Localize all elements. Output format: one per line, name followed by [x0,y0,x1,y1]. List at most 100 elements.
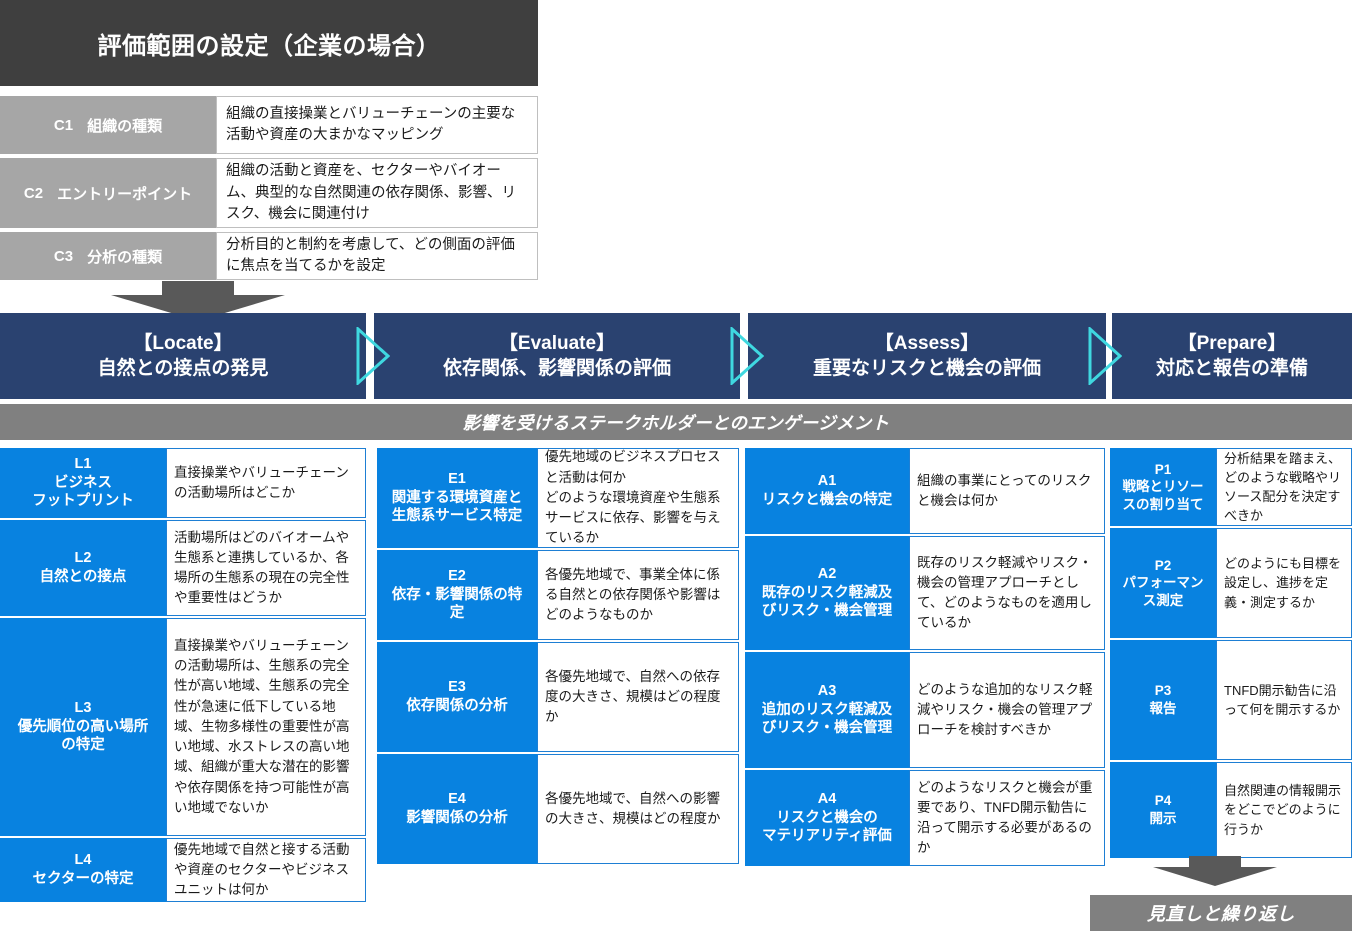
phase-1[interactable]: 【Locate】自然との接点の発見 [0,313,366,399]
phase-4[interactable]: 【Prepare】対応と報告の準備 [1112,313,1352,399]
step-l2-code: L2 [74,550,92,567]
step-p4-code: P4 [1154,793,1172,809]
step-l1-desc: 直接操業やバリューチェーンの活動場所はどこか [166,448,366,518]
step-a4-name: リスクと機会の マテリアリティ評価 [762,809,892,845]
scope-name-c1: 組織の種類 [87,117,163,135]
loop-down-arrow-icon [1152,856,1277,886]
step-p4-desc: 自然関連の情報開示をどこでどのように行うか [1216,762,1352,858]
step-a4-desc: どのようなリスクと機会が重要であり、TNFD開示勧告に沿って開示する必要があるの… [909,770,1105,866]
step-p2-desc: どのようにも目標を設定し、進捗を定義・測定するか [1216,528,1352,638]
step-a1-code: A1 [817,473,837,490]
step-l2-label: L2 自然との接点 [0,520,166,616]
step-a4-code: A4 [817,790,837,807]
step-e3-code: E3 [448,679,466,696]
scope-label-c2: C2 エントリーポイント [0,158,216,228]
step-p2-code: P2 [1154,557,1172,573]
phase-3-en: 【Assess】 [874,332,980,354]
step-a2-code: A2 [817,565,837,582]
step-l4-name: セクターの特定 [32,871,134,887]
scope-label-c1: C1 組織の種類 [0,96,216,154]
phase-2[interactable]: 【Evaluate】依存関係、影響関係の評価 [374,313,740,399]
step-p2-label: P2 パフォーマン ス測定 [1110,528,1216,638]
step-e3[interactable]: E3 依存関係の分析 各優先地域で、自然への依存度の大きさ、規模はどの程度か [377,642,739,752]
step-a4-label: A4 リスクと機会の マテリアリティ評価 [745,770,909,866]
step-a1-desc: 組織の事業にとってのリスクと機会は何か [909,448,1105,534]
step-e2-desc: 各優先地域で、事業全体に係る自然との依存関係や影響はどのようなものか [537,550,739,640]
step-a3[interactable]: A3 追加のリスク軽減及 びリスク・機会管理どのような追加的なリスク軽減やリスク・… [745,652,1105,768]
step-e2-label: E2 依存・影響関係の特 定 [377,550,537,640]
step-p3-code: P3 [1154,683,1172,699]
step-e2-code: E2 [448,567,466,584]
step-p1-name: 戦略とリソー スの割り当て [1122,479,1204,512]
scope-desc-c2: 組織の活動と資産を、セクターやバイオーム、典型的な自然関連の依存関係、影響、リス… [216,158,538,228]
step-a3-label: A3 追加のリスク軽減及 びリスク・機会管理 [745,652,909,768]
step-e3-label: E3 依存関係の分析 [377,642,537,752]
step-a2[interactable]: A2 既存のリスク軽減及 びリスク・機会管理既存のリスク軽減やリスク・機会の管理ア… [745,536,1105,650]
step-e1-name: 関連する環境資産と 生態系サービス特定 [391,489,523,525]
step-a2-label: A2 既存のリスク軽減及 びリスク・機会管理 [745,536,909,650]
phase-1-en: 【Locate】 [133,332,233,354]
scope-label-c3: C3 分析の種類 [0,232,216,280]
step-e2[interactable]: E2 依存・影響関係の特 定各優先地域で、事業全体に係る自然との依存関係や影響はど… [377,550,739,640]
step-p2[interactable]: P2 パフォーマン ス測定どのようにも目標を設定し、進捗を定義・測定するか [1110,528,1352,638]
step-l2-name: 自然との接点 [39,569,127,585]
step-a3-name: 追加のリスク軽減及 びリスク・機会管理 [761,701,893,737]
step-a2-desc: 既存のリスク軽減やリスク・機会の管理アプローチとして、どのようなものを適用してい… [909,536,1105,650]
step-e4-code: E4 [448,791,466,808]
phase-3[interactable]: 【Assess】重要なリスクと機会の評価 [748,313,1106,399]
step-a1-label: A1 リスクと機会の特定 [745,448,909,534]
step-e4-label: E4 影響関係の分析 [377,754,537,864]
step-a1[interactable]: A1 リスクと機会の特定組織の事業にとってのリスクと機会は何か [745,448,1105,534]
phase-2-jp: 依存関係、影響関係の評価 [442,358,671,379]
step-e4[interactable]: E4 影響関係の分析 各優先地域で、自然への影響の大きさ、規模はどの程度か [377,754,739,864]
step-a2-name: 既存のリスク軽減及 びリスク・機会管理 [761,584,893,620]
scope-row-c1: C1 組織の種類 組織の直接操業とバリューチェーンの主要な活動や資産の大まかなマ… [0,96,538,154]
scope-desc-c1: 組織の直接操業とバリューチェーンの主要な活動や資産の大まかなマッピング [216,96,538,154]
scope-code-c2: C2 [23,184,44,202]
step-l1-name: ビジネス フットプリント [32,474,134,510]
step-l3-desc: 直接操業やバリューチェーンの活動場所は、生態系の完全性が高い地域、生態系の完全性… [166,618,366,836]
step-e4-desc: 各優先地域で、自然への影響の大きさ、規模はどの程度か [537,754,739,864]
step-a3-desc: どのような追加的なリスク軽減やリスク・機会の管理アプローチを検討すべきか [909,652,1105,768]
scope-row-c2: C2 エントリーポイント 組織の活動と資産を、セクターやバイオーム、典型的な自然… [0,158,538,228]
step-e1-label: E1 関連する環境資産と 生態系サービス特定 [377,448,537,548]
step-e4-name: 影響関係の分析 [406,810,508,826]
step-e1-code: E1 [448,470,466,487]
step-e3-desc: 各優先地域で、自然への依存度の大きさ、規模はどの程度か [537,642,739,752]
step-p2-name: パフォーマン ス測定 [1122,575,1204,608]
step-l1-label: L1 ビジネス フットプリント [0,448,166,518]
step-p1-desc: 分析結果を踏まえ、どのような戦略やリソース配分を決定すべきか [1216,448,1352,526]
phase-1-jp: 自然との接点の発見 [97,358,269,379]
step-l3-name: 優先順位の高い場所 の特定 [17,718,149,754]
scope-code-c1: C1 [53,116,74,134]
phase-2-en: 【Evaluate】 [498,332,616,354]
step-a3-code: A3 [817,682,837,699]
scope-name-c3: 分析の種類 [87,248,163,266]
step-a1-name: リスクと機会の特定 [761,492,893,508]
step-a4[interactable]: A4 リスクと機会の マテリアリティ評価どのようなリスクと機会が重要であり、TNF… [745,770,1105,866]
scope-code-c3: C3 [53,247,74,265]
step-l1[interactable]: L1 ビジネス フットプリント直接操業やバリューチェーンの活動場所はどこか [0,448,366,518]
step-e2-name: 依存・影響関係の特 定 [391,586,523,622]
phase-3-jp: 重要なリスクと機会の評価 [812,358,1041,379]
step-l1-code: L1 [74,455,92,472]
step-e3-name: 依存関係の分析 [406,698,508,714]
phase-band: 【Locate】自然との接点の発見【Evaluate】依存関係、影響関係の評価【… [0,313,1352,399]
step-p3-desc: TNFD開示勧告に沿って何を開示するか [1216,640,1352,760]
scope-title: 評価範囲の設定（企業の場合） [0,0,538,86]
phase-4-jp: 対応と報告の準備 [1155,358,1308,379]
scope-desc-c3: 分析目的と制約を考慮して、どの側面の評価に焦点を当てるかを設定 [216,232,538,280]
